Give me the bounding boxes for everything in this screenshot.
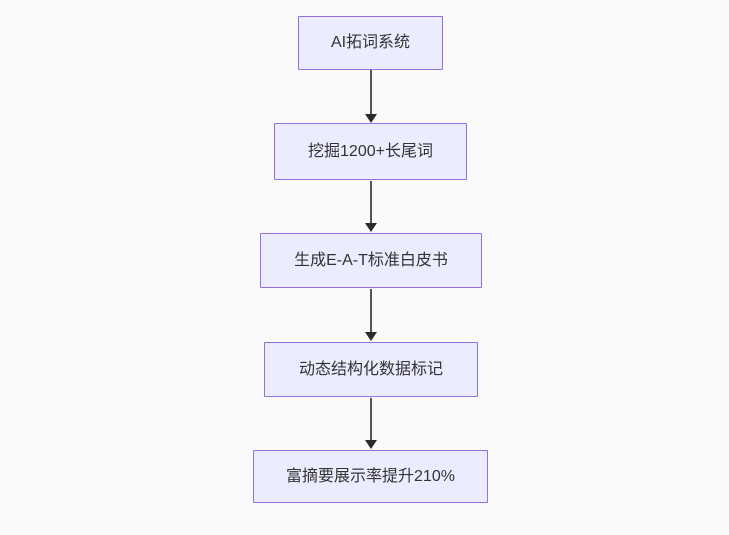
- arrowhead-down-icon: [364, 114, 377, 123]
- arrow-line: [369, 70, 372, 114]
- flow-arrow: [364, 289, 377, 341]
- flow-node-ai-keyword-system: AI拓词系统: [298, 16, 443, 70]
- flow-arrow: [364, 70, 377, 123]
- arrowhead-down-icon: [364, 332, 377, 341]
- flow-node-label: 生成E-A-T标准白皮书: [294, 251, 448, 269]
- flow-node-eat-whitepaper: 生成E-A-T标准白皮书: [260, 233, 482, 288]
- flow-node-structured-data-markup: 动态结构化数据标记: [264, 342, 478, 397]
- flow-node-label: 动态结构化数据标记: [298, 360, 443, 378]
- arrow-line: [369, 289, 372, 332]
- arrow-line: [369, 398, 372, 440]
- flow-node-longtail-mining: 挖掘1200+长尾词: [274, 123, 467, 180]
- arrowhead-down-icon: [364, 440, 377, 449]
- flow-node-label: AI拓词系统: [330, 34, 411, 52]
- flow-node-label: 富摘要展示率提升210%: [286, 467, 455, 485]
- flow-arrow: [364, 181, 377, 232]
- flow-node-rich-snippet-result: 富摘要展示率提升210%: [253, 450, 488, 503]
- flow-node-label: 挖掘1200+长尾词: [308, 142, 433, 160]
- flow-arrow: [364, 398, 377, 449]
- arrow-line: [369, 181, 372, 223]
- arrowhead-down-icon: [364, 223, 377, 232]
